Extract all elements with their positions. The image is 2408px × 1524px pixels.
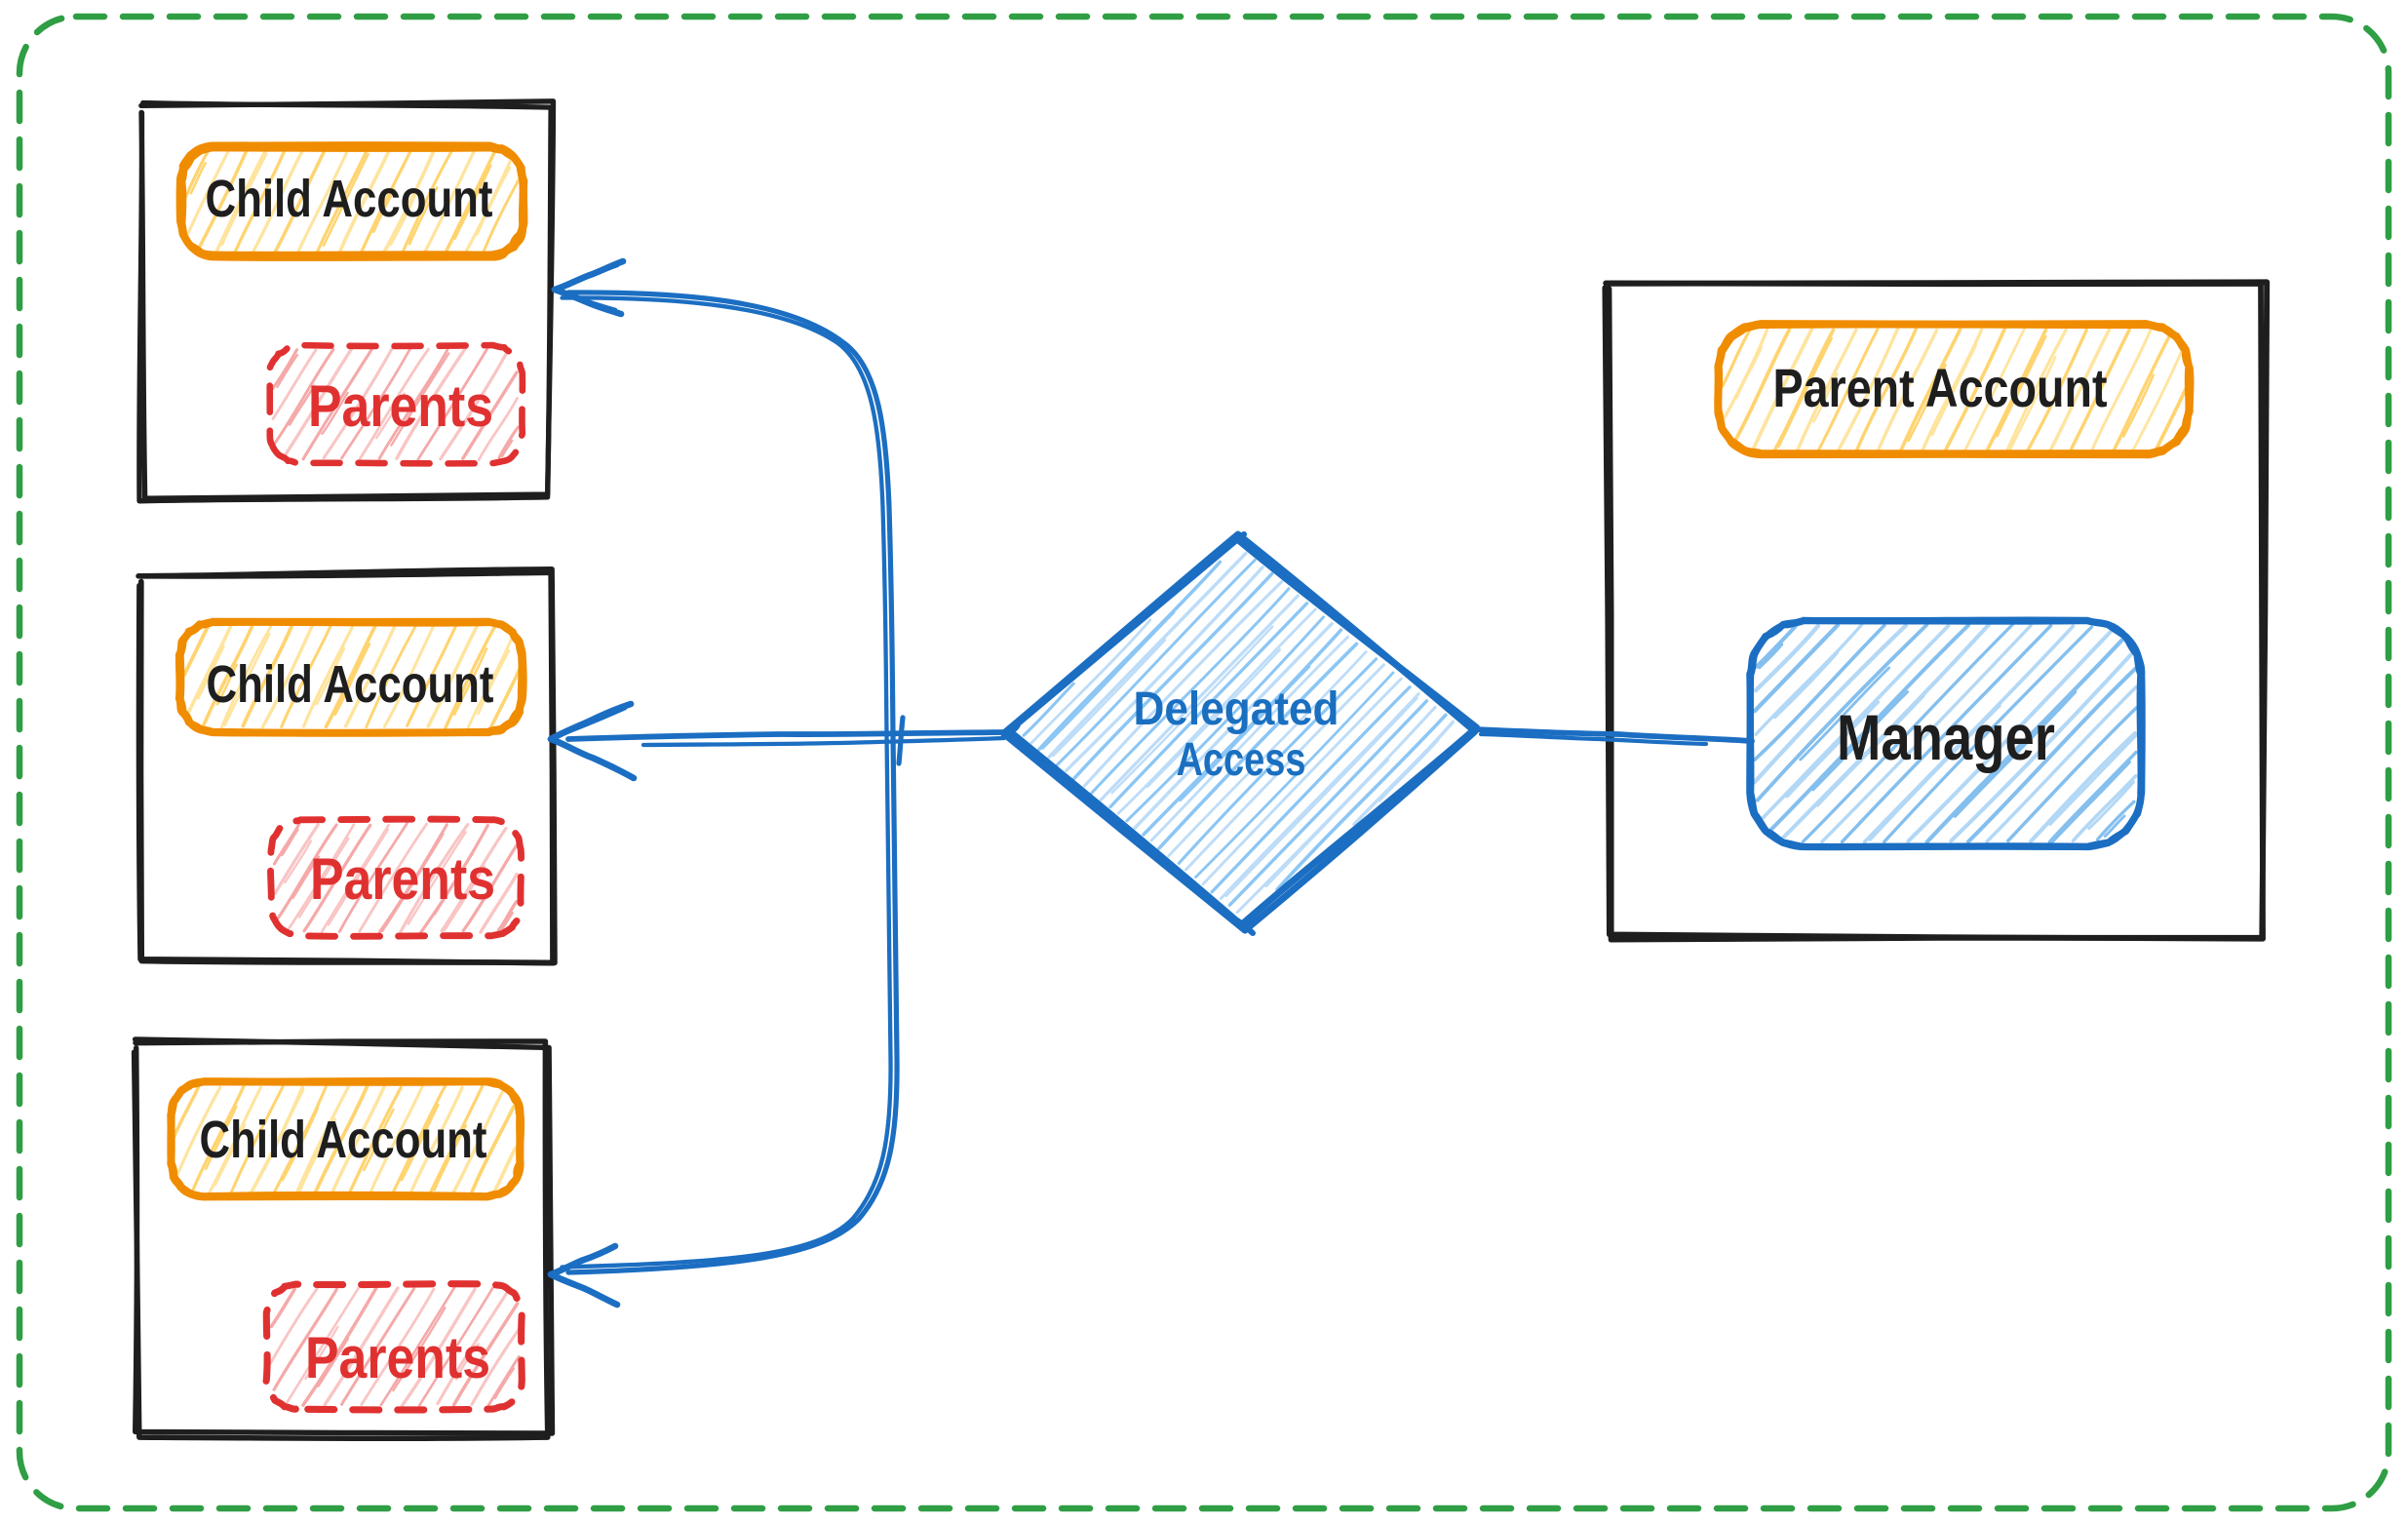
svg-text:Delegated: Delegated <box>1134 684 1340 735</box>
svg-text:Child Account: Child Account <box>206 170 493 228</box>
svg-text:Child Account: Child Account <box>207 655 494 714</box>
svg-text:Parent Account: Parent Account <box>1773 357 2108 418</box>
svg-text:Child Account: Child Account <box>200 1111 487 1169</box>
svg-text:Parents: Parents <box>310 846 495 912</box>
svg-text:Manager: Manager <box>1837 701 2055 773</box>
svg-text:Parents: Parents <box>308 373 493 439</box>
svg-text:Parents: Parents <box>305 1325 490 1390</box>
svg-text:Access: Access <box>1177 734 1306 786</box>
